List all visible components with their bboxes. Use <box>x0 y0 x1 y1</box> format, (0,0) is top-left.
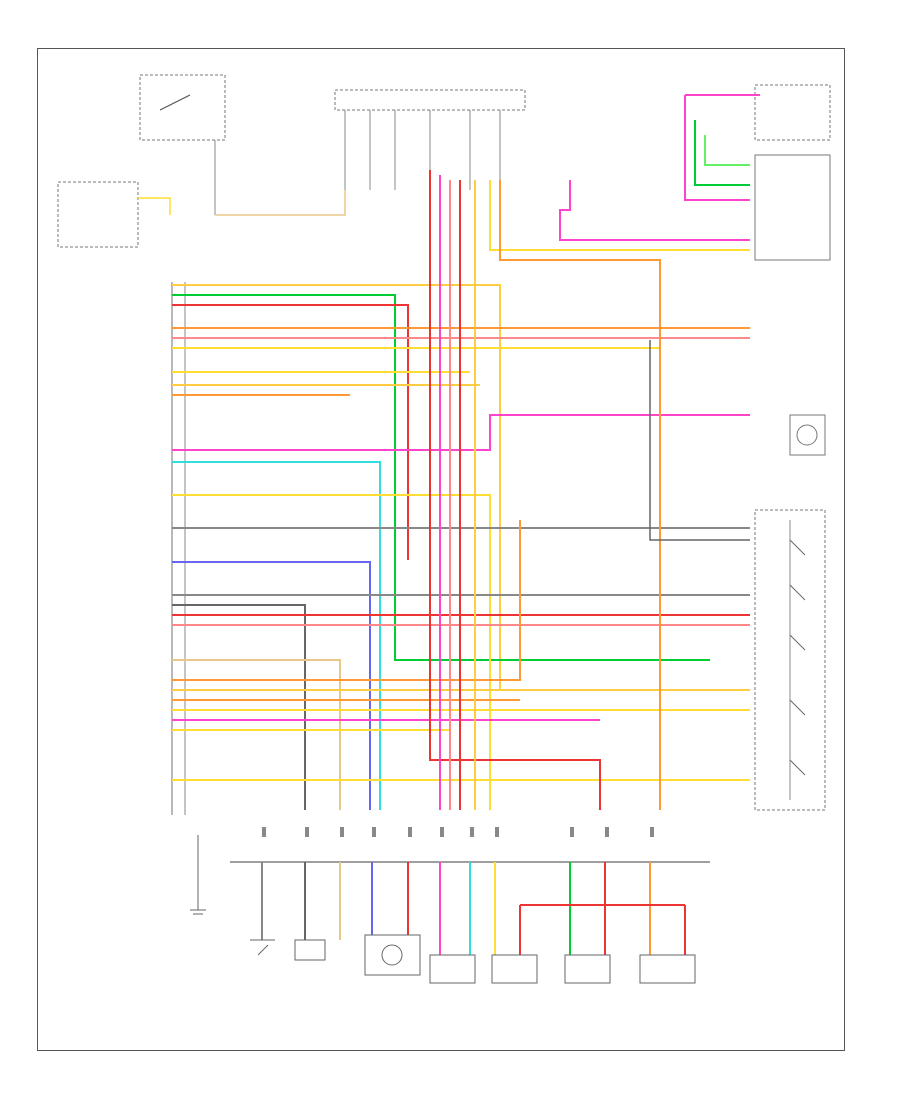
pressure-switch-assembly <box>250 939 275 956</box>
shift-solenoid-b <box>639 954 696 984</box>
ground-block <box>57 181 139 248</box>
fuse-wire-bundle <box>429 170 750 810</box>
input-speed-sensor <box>364 934 421 976</box>
ignition-feed-wire <box>215 190 346 216</box>
transmission-fluid-temp-sensor <box>294 939 326 961</box>
data-link-wires <box>684 94 760 201</box>
connector-pins <box>262 827 654 837</box>
data-link-connector <box>754 154 831 261</box>
pressure-control-solenoid <box>429 954 476 984</box>
diagram-frame <box>37 48 845 1051</box>
fuse-block <box>334 89 526 190</box>
ignition-switch <box>139 74 226 215</box>
solenoid-wires <box>261 862 686 955</box>
shift-solenoid-a <box>564 954 611 984</box>
range-switch-contacts <box>789 539 806 776</box>
transmission-range-switch <box>754 509 826 811</box>
ground-icon <box>190 835 206 915</box>
tcc-solenoid <box>491 954 538 984</box>
vehicle-speed-sensor <box>789 414 826 456</box>
engine-control-module <box>171 282 186 815</box>
ignition-wire-right <box>649 340 750 541</box>
ground-wire <box>138 197 171 215</box>
shift-lock-module <box>754 84 831 141</box>
